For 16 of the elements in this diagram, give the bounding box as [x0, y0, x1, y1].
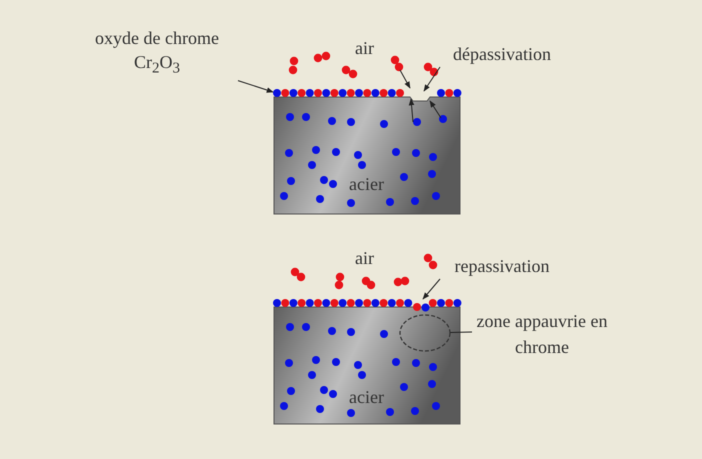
medium-label: air — [355, 247, 374, 269]
material-label: acier — [349, 173, 384, 195]
callout-label: zone appauvrie en chrome — [472, 308, 612, 360]
leader-arrow — [238, 80, 274, 93]
callout-label: dépassivation — [440, 41, 564, 67]
oxide-layer — [273, 299, 462, 312]
callout-label: oxyde de chrome — [95, 27, 219, 50]
leader-arrow — [424, 66, 440, 92]
callout-label: repassivation — [440, 253, 564, 279]
material-label: acier — [349, 386, 384, 408]
medium-label: air — [355, 37, 374, 59]
oxide-layer — [273, 89, 462, 97]
formula-label: Cr$_{2}$O$_{3}$ — [134, 51, 180, 79]
depleted-zone-outline — [399, 314, 451, 352]
leader-arrow — [422, 278, 440, 300]
leader-line — [450, 332, 472, 333]
